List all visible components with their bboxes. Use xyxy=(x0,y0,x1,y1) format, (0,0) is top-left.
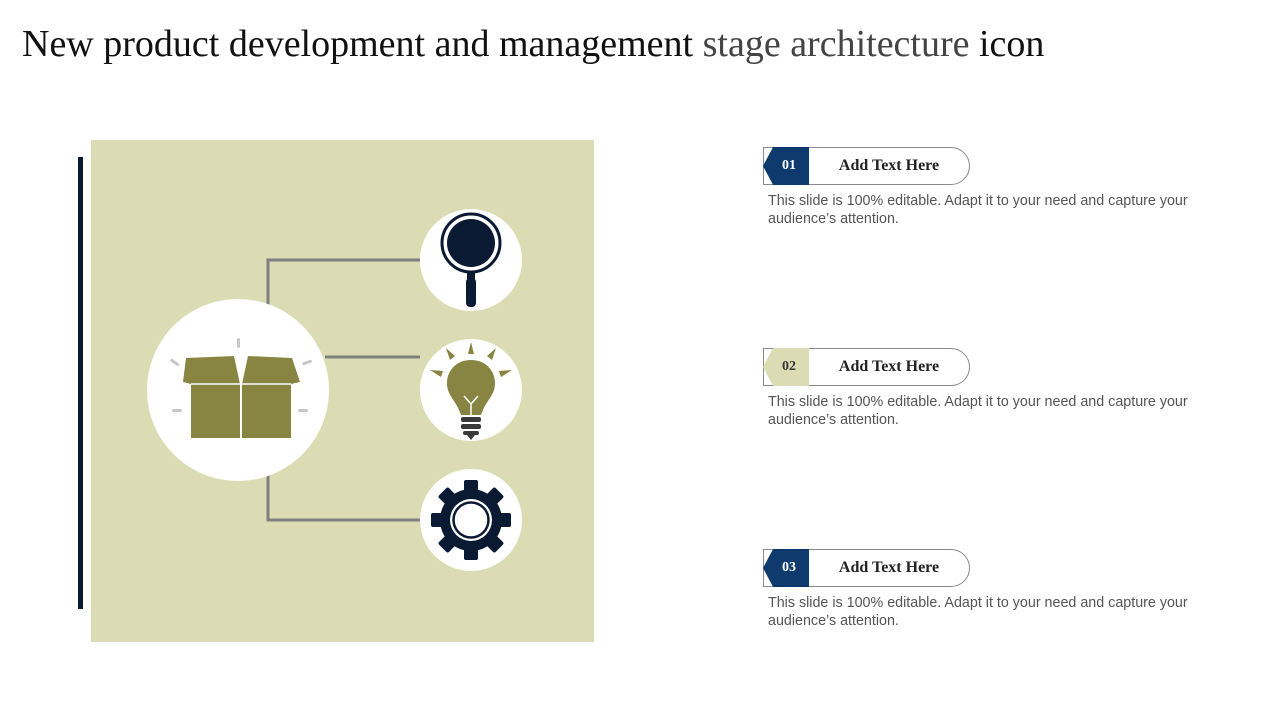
item-heading[interactable]: Add Text Here xyxy=(838,157,940,174)
item-description[interactable]: This slide is 100% editable. Adapt it to… xyxy=(768,394,1188,428)
item-pill: 02 Add Text Here xyxy=(763,348,970,386)
number-badge: 02 xyxy=(763,348,809,386)
item-heading[interactable]: Add Text Here xyxy=(838,358,940,375)
title-part-2: stage architecture xyxy=(702,23,970,65)
title-part-3: icon xyxy=(979,23,1045,65)
gear-icon xyxy=(431,480,511,560)
connector-to-gear xyxy=(266,475,420,522)
item-pill: 03 Add Text Here xyxy=(763,549,970,587)
slide-title: New product development and management s… xyxy=(22,20,1044,68)
number-badge: 01 xyxy=(763,147,809,185)
number-badge: 03 xyxy=(763,549,809,587)
connector-lines xyxy=(266,258,420,522)
item-pill: 01 Add Text Here xyxy=(763,147,970,185)
text-item-1: 01 Add Text Here This slide is 100% edit… xyxy=(763,147,1188,228)
item-description[interactable]: This slide is 100% editable. Adapt it to… xyxy=(768,595,1188,629)
magnifier-icon xyxy=(440,212,502,307)
title-part-1: New product development and management xyxy=(22,23,694,65)
text-item-3: 03 Add Text Here This slide is 100% edit… xyxy=(763,549,1188,630)
item-heading[interactable]: Add Text Here xyxy=(838,559,940,576)
item-description[interactable]: This slide is 100% editable. Adapt it to… xyxy=(768,193,1188,227)
connector-to-magnifier xyxy=(266,258,420,305)
open-box-icon xyxy=(170,338,312,438)
light-bulb-icon xyxy=(430,342,512,440)
left-accent-bar xyxy=(78,157,83,609)
text-item-2: 02 Add Text Here This slide is 100% edit… xyxy=(763,348,1188,429)
